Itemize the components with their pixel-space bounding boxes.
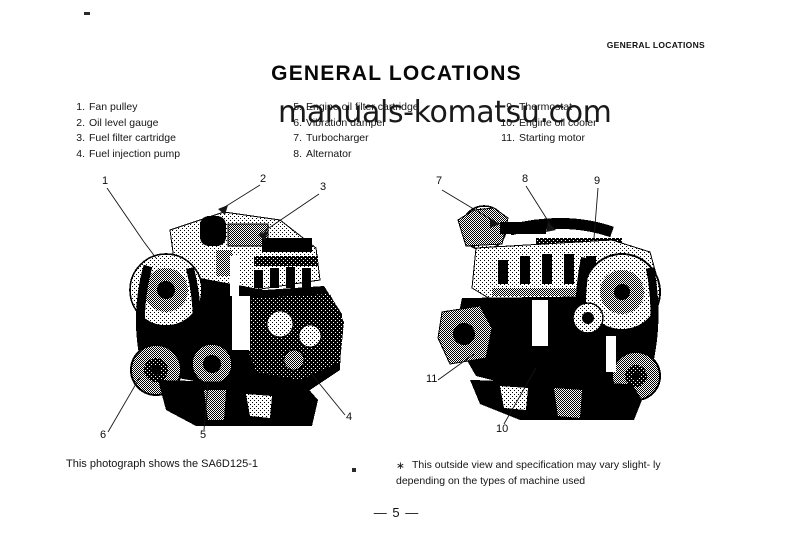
scan-artifact xyxy=(352,468,356,472)
asterisk-icon: ∗ xyxy=(396,460,405,472)
legend-label: Starting motor xyxy=(519,132,585,144)
callout-5: 5 xyxy=(200,429,207,441)
legend-label: Fuel injection pump xyxy=(89,147,181,160)
list-item: 3. Fuel filter cartridge xyxy=(68,131,180,147)
legend-column-3: 9. Thermostat 10. Engine oil cooler 11. … xyxy=(498,100,597,147)
legend-number: 8. xyxy=(293,147,302,160)
legend-label: Vibration damper xyxy=(306,116,386,129)
legend-column-2: 5. Engine oil filter cartridge 6. Vibrat… xyxy=(285,100,419,163)
legend-number: 10. xyxy=(500,116,515,129)
engine-photograph-right xyxy=(436,196,686,424)
list-item: 4. Fuel injection pump xyxy=(68,147,180,163)
figure-note-right: ∗ This outside view and specification ma… xyxy=(396,457,696,489)
legend-number: 11. xyxy=(501,132,515,144)
legend-label: Alternator xyxy=(306,147,352,160)
engine-image-right xyxy=(436,196,686,424)
page-number: — 5 — xyxy=(373,505,420,520)
list-item: 2. Oil level gauge xyxy=(68,116,180,132)
callout-10: 10 xyxy=(496,423,509,435)
legend-number: 2. xyxy=(76,116,85,129)
legend-number: 4. xyxy=(76,147,85,160)
legend-label: Engine oil cooler xyxy=(519,116,597,129)
list-item: 8. Alternator xyxy=(285,147,419,163)
callout-7: 7 xyxy=(436,175,443,187)
legend-label: Thermostat xyxy=(519,101,573,113)
callout-2: 2 xyxy=(260,173,267,185)
callout-3: 3 xyxy=(320,181,327,193)
page-title: GENERAL LOCATIONS xyxy=(271,62,522,85)
legend-label: Engine oil filter cartridge xyxy=(306,101,419,113)
parts-legend: 1. Fan pulley 2. Oil level gauge 3. Fuel… xyxy=(0,100,793,170)
running-header: GENERAL LOCATIONS xyxy=(606,40,705,50)
list-item: 9. Thermostat xyxy=(498,100,597,116)
legend-number: 6. xyxy=(293,116,302,129)
list-item: 6. Vibration damper xyxy=(285,116,419,132)
list-item: 10. Engine oil cooler xyxy=(498,116,597,132)
legend-column-1: 1. Fan pulley 2. Oil level gauge 3. Fuel… xyxy=(68,100,180,162)
list-item: 7. Turbocharger xyxy=(285,131,419,147)
callout-8: 8 xyxy=(522,173,529,185)
figure-left-engine: 1 2 3 4 5 6 xyxy=(82,172,372,442)
engine-photograph-left xyxy=(104,194,349,429)
figure-right-engine: 7 8 9 10 11 xyxy=(408,172,698,442)
callout-11: 11 xyxy=(426,373,438,385)
scan-artifact xyxy=(84,12,90,15)
legend-number: 3. xyxy=(76,132,85,144)
engine-image-left xyxy=(104,194,349,429)
list-item: 11. Starting motor xyxy=(498,131,597,147)
legend-number: 9. xyxy=(506,101,515,113)
callout-6: 6 xyxy=(100,429,107,441)
legend-label: Fuel filter cartridge xyxy=(89,132,176,144)
callout-1: 1 xyxy=(102,175,109,187)
legend-label: Fan pulley xyxy=(89,101,138,113)
callout-9: 9 xyxy=(594,175,601,187)
list-item: 1. Fan pulley xyxy=(68,100,180,116)
list-item: 5. Engine oil filter cartridge xyxy=(285,100,419,116)
legend-label: Turbocharger xyxy=(306,132,369,144)
legend-label: Oil level gauge xyxy=(89,116,159,129)
note-text: This outside view and specification may … xyxy=(396,459,661,487)
legend-number: 7. xyxy=(293,132,302,144)
legend-number: 5. xyxy=(293,101,302,113)
figure-caption-left: This photograph shows the SA6D125-1 xyxy=(66,458,259,470)
legend-number: 1. xyxy=(76,101,85,113)
callout-4: 4 xyxy=(346,411,353,423)
